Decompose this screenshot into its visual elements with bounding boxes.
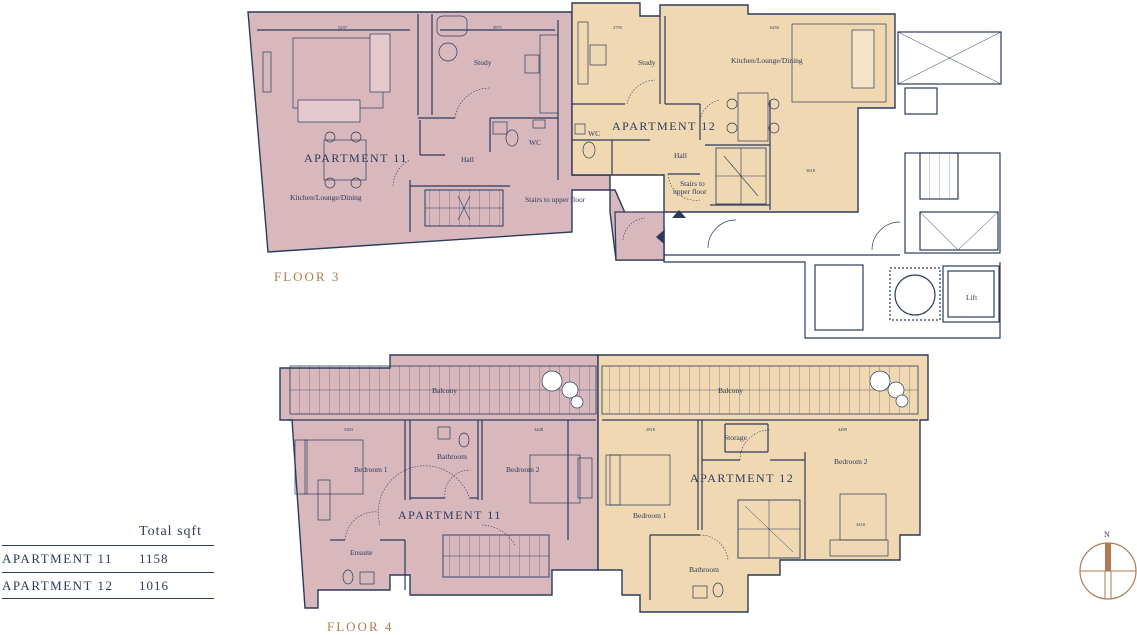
sqft-title: Total sqft: [139, 524, 203, 539]
dim-3618: 3618: [806, 168, 816, 173]
apartment-11-label-floor4: APARTMENT 11: [398, 508, 502, 522]
balcony-chair-apt12: [869, 370, 909, 408]
room-label-study-apt12: Study: [638, 58, 656, 67]
room-label-study-apt11: Study: [474, 58, 492, 67]
apt12-floor4-area: [597, 354, 929, 613]
room-label-bedroom1-apt12: Bedroom 1: [633, 511, 667, 520]
room-label-storage-apt12: Storage: [724, 433, 748, 442]
room-label-wc-apt11: WC: [529, 138, 541, 147]
sqft-row-name: APARTMENT 11: [2, 551, 114, 566]
room-label-stairs-to-apt12: Stairs to: [680, 179, 705, 188]
sqft-row-value: 1158: [139, 551, 169, 566]
room-label-balcony-apt12: Balcony: [718, 386, 743, 395]
entrance-marker-left: [656, 230, 664, 244]
sqft-row-value: 1016: [139, 578, 169, 593]
apartment-12-label-floor3: APARTMENT 12: [612, 119, 716, 133]
apartment-11-label-floor3: APARTMENT 11: [304, 151, 408, 165]
sqft-row-name: APARTMENT 12: [2, 578, 114, 593]
compass-north-label: N: [1104, 530, 1110, 539]
dim-6450: 6450: [770, 25, 780, 30]
compass: N: [1079, 530, 1137, 600]
room-label-upper-floor-apt12: upper floor: [673, 187, 707, 196]
dim-3971: 3971: [493, 25, 502, 30]
entrance-marker-up: [672, 210, 686, 218]
room-label-lift: Lift: [966, 293, 978, 302]
floor-4-label: FLOOR 4: [327, 619, 394, 634]
room-label-hall-apt12: Hall: [674, 151, 687, 160]
room-label-ensuite-apt11: Ensuite: [350, 548, 373, 557]
apartment-12-label-floor4: APARTMENT 12: [690, 471, 794, 485]
dim-3383: 3383: [344, 427, 354, 432]
room-label-balcony-apt11: Balcony: [432, 386, 457, 395]
apt12-floor3-area: [571, 2, 896, 213]
room-label-bedroom1-apt11: Bedroom 1: [354, 465, 388, 474]
sqft-row-apartment-11: APARTMENT 11 1158: [2, 545, 214, 568]
furniture-apt11-f4: [294, 426, 593, 585]
room-label-kitchen-apt12: Kitchen/Lounge/Dining: [731, 56, 803, 65]
dim-3448: 3448: [534, 427, 544, 432]
floor-4-plan: Balcony Balcony Bedroom 1 Bathroom Bedro…: [279, 354, 929, 613]
room-label-stairs-apt11: Stairs to upper floor: [525, 195, 586, 204]
dim-5237: 5237: [338, 25, 348, 30]
sqft-row-apartment-12: APARTMENT 12 1016: [2, 572, 214, 595]
room-label-bathroom-apt12: Bathroom: [689, 565, 719, 574]
common-core: [663, 31, 1002, 339]
room-label-wc-apt12: WC: [588, 129, 600, 138]
sqft-bottom-rule: [2, 598, 214, 599]
dim-2818: 2818: [646, 427, 656, 432]
furniture-apt11-f3: [262, 15, 559, 189]
room-label-bedroom2-apt11: Bedroom 2: [506, 465, 540, 474]
room-label-kitchen-apt11: Kitchen/Lounge/Dining: [290, 193, 362, 202]
room-label-bathroom-apt11: Bathroom: [437, 452, 467, 461]
floor-3-plan: Study WC Hall Kitchen/Lounge/Dining Stai…: [247, 2, 1002, 339]
floor-3-label: FLOOR 3: [274, 269, 341, 284]
dim-2795: 2795: [613, 25, 623, 30]
dim-3418: 3418: [856, 522, 866, 527]
room-label-hall-apt11: Hall: [461, 155, 474, 164]
dim-4489: 4489: [838, 427, 848, 432]
balcony-chair-apt11: [541, 370, 584, 409]
room-label-bedroom2-apt12: Bedroom 2: [834, 457, 868, 466]
furniture-apt12-f3: [574, 21, 887, 159]
furniture-apt12-f4: [605, 454, 889, 599]
